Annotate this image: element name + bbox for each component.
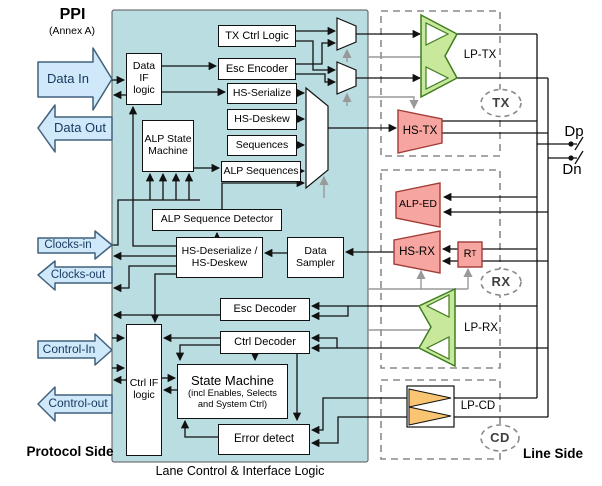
data-if-logic-block: Data IF logic xyxy=(126,53,162,105)
tx-mux-bottom xyxy=(336,61,357,95)
sequences-block: Sequences xyxy=(227,135,297,156)
state-machine-title: State Machine xyxy=(190,372,275,388)
control-out-arrow xyxy=(37,386,113,422)
lp-cd-detector-bottom xyxy=(408,406,452,426)
hs-serialize-block: HS-Serialize xyxy=(227,83,297,104)
control-in-arrow xyxy=(37,333,113,366)
tx-group-oval xyxy=(480,88,522,118)
data-in-label: Data In xyxy=(47,70,89,86)
control-in-label: Control-In xyxy=(42,342,96,357)
data-sampler-block: Data Sampler xyxy=(287,237,344,278)
rt-sub: T xyxy=(471,249,477,259)
error-detect-block: Error detect xyxy=(218,424,310,455)
alp-sequence-detector-block: ALP Sequence Detector xyxy=(152,209,282,231)
esc-decoder-block: Esc Decoder xyxy=(220,298,310,321)
lp-rx-label: LP-RX xyxy=(464,321,498,334)
dn-pin-dot xyxy=(568,155,574,161)
control-out-label: Control-out xyxy=(48,396,108,411)
data-in-arrow xyxy=(37,47,113,111)
dp-pin-dot xyxy=(568,141,574,147)
alp-sequences-block: ALP Sequences xyxy=(221,161,301,182)
rx-group-oval xyxy=(480,268,522,296)
rx-group-box xyxy=(380,169,501,369)
protocol-side-label: Protocol Side xyxy=(26,443,114,459)
ppi-title: PPI xyxy=(59,6,86,24)
state-machine-block: State Machine (incl Enables, Selects and… xyxy=(177,364,288,419)
hs-tx-shape xyxy=(397,109,443,154)
hs-deskew-block: HS-Deskew xyxy=(227,109,297,130)
lp-rx-receiver-bottom xyxy=(425,336,450,360)
hs-deserialize-block: HS-Deserialize / HS-Deskew xyxy=(176,237,263,278)
hs-rx-label: HS-RX xyxy=(399,246,435,259)
clocks-in-arrow xyxy=(37,230,113,260)
cd-group-label: CD xyxy=(490,429,510,445)
tx-mux-top xyxy=(336,17,357,51)
lp-tx-driver-top xyxy=(425,22,450,46)
line-side-label: Line Side xyxy=(522,445,583,461)
ctrl-if-logic-block: Ctrl IF logic xyxy=(126,324,162,456)
data-out-arrow xyxy=(37,104,113,153)
lane-control-caption: Lane Control & Interface Logic xyxy=(155,464,325,479)
hs-rx-shape xyxy=(393,230,441,274)
alp-ed-label: ALP-ED xyxy=(399,198,437,211)
ctrl-decoder-block: Ctrl Decoder xyxy=(220,331,310,354)
cd-group-oval xyxy=(480,424,520,452)
alp-state-machine-block: ALP State Machine xyxy=(142,120,194,172)
alp-ed-shape xyxy=(395,182,441,228)
rt-main: R xyxy=(463,248,472,261)
data-out-label: Data Out xyxy=(53,119,107,135)
lp-tx-label: LP-TX xyxy=(463,48,497,61)
state-machine-sub2: and System Ctrl) xyxy=(197,398,268,409)
dp-pin-label: Dp xyxy=(564,122,584,140)
esc-encoder-block: Esc Encoder xyxy=(218,58,296,80)
lp-tx-driver-bottom xyxy=(425,66,450,90)
cd-group-box xyxy=(380,379,501,460)
tx-ctrl-logic-block: TX Ctrl Logic xyxy=(218,25,296,47)
ppi-subtitle: (Annex A) xyxy=(48,24,96,37)
rt-termination-shape xyxy=(457,241,483,268)
lp-cd-detector-top xyxy=(408,388,452,408)
rx-group-label: RX xyxy=(491,273,511,289)
hs-tx-label: HS-TX xyxy=(402,125,438,138)
tx-group-label: TX xyxy=(492,94,510,110)
hs-tx-mux xyxy=(305,86,329,190)
lp-cd-label: LP-CD xyxy=(460,399,496,412)
clocks-out-arrow xyxy=(37,260,113,291)
clocks-out-label: Clocks-out xyxy=(50,269,106,282)
state-machine-sub1: (incl Enables, Selects xyxy=(188,388,277,399)
clocks-in-label: Clocks-in xyxy=(44,239,92,252)
lp-rx-receiver-top xyxy=(425,294,450,318)
dn-pin-label: Dn xyxy=(562,160,582,178)
